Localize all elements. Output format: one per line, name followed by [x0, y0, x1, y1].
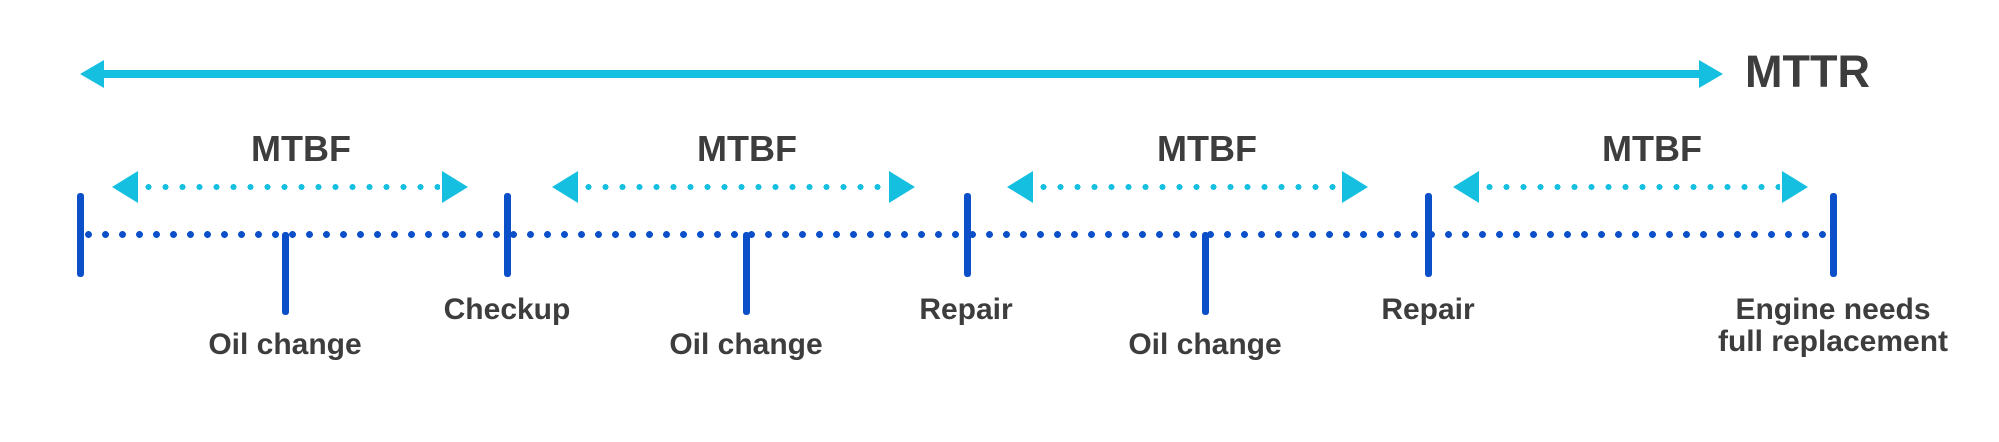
event-label: Engine needs full replacement	[1717, 293, 1949, 358]
event-tick	[282, 232, 289, 315]
mtbf-arrow-right-arrowhead-icon	[889, 171, 915, 203]
mtbf-arrow-dotted-line	[1035, 184, 1340, 190]
mttr-arrow-right-arrowhead-icon	[1699, 60, 1723, 88]
boundary-tick	[77, 193, 84, 277]
mttr-arrow-line	[100, 70, 1703, 78]
mtbf-arrow-left-arrowhead-icon	[1007, 171, 1033, 203]
mtbf-arrow-right-arrowhead-icon	[442, 171, 468, 203]
mtbf-label: MTBF	[1157, 128, 1257, 169]
event-label: Repair	[919, 293, 1013, 326]
mttr-arrow-left-arrowhead-icon	[80, 60, 104, 88]
mttr-label: MTTR	[1745, 46, 1870, 97]
mtbf-label: MTBF	[697, 128, 797, 169]
mtbf-arrow-right-arrowhead-icon	[1782, 171, 1808, 203]
boundary-tick	[964, 193, 971, 277]
mtbf-label: MTBF	[1602, 128, 1702, 169]
mtbf-arrow-right-arrowhead-icon	[1342, 171, 1368, 203]
event-label: Oil change	[1128, 328, 1282, 361]
event-label: Oil change	[669, 328, 823, 361]
mtbf-label: MTBF	[251, 128, 351, 169]
boundary-tick	[1425, 193, 1432, 277]
event-label: Checkup	[443, 293, 571, 326]
mtbf-arrow-left-arrowhead-icon	[552, 171, 578, 203]
event-label: Repair	[1381, 293, 1475, 326]
mtbf-arrow-left-arrowhead-icon	[112, 171, 138, 203]
mtbf-arrow-dotted-line	[140, 184, 440, 190]
mtbf-arrow-dotted-line	[1481, 184, 1780, 190]
mtbf-arrow-left-arrowhead-icon	[1453, 171, 1479, 203]
mtbf-arrow-dotted-line	[580, 184, 887, 190]
event-tick	[1202, 232, 1209, 315]
event-label: Oil change	[208, 328, 362, 361]
event-tick	[743, 232, 750, 315]
boundary-tick	[504, 193, 511, 277]
boundary-tick	[1830, 193, 1837, 277]
timeline-dotted-line	[80, 231, 1837, 238]
